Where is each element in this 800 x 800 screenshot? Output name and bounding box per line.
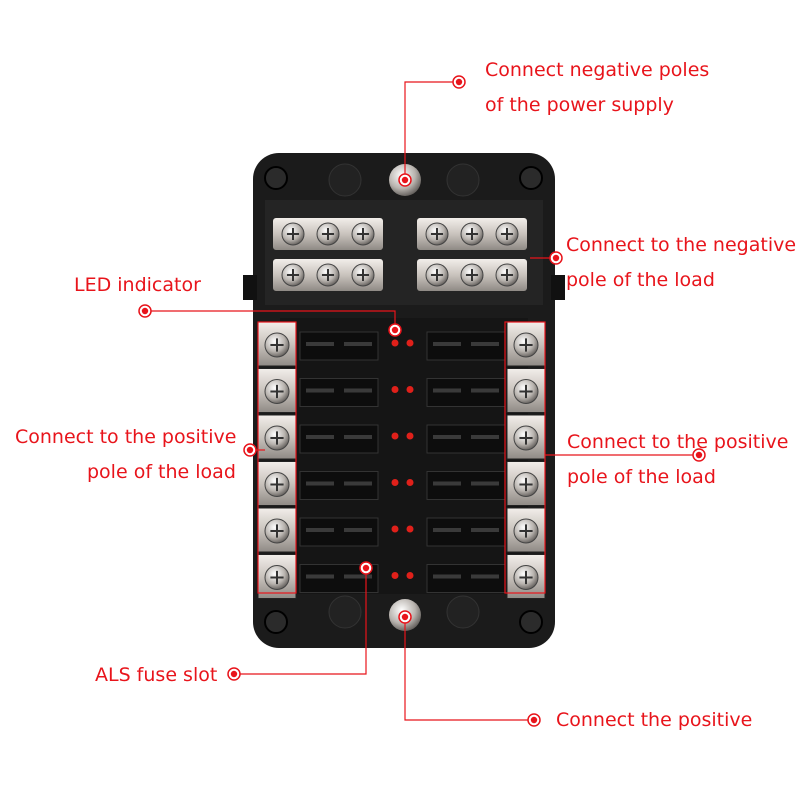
mount-hole: [264, 610, 288, 634]
led: [406, 339, 414, 347]
highlight-box: [257, 321, 297, 594]
mount-hole: [264, 166, 288, 190]
callout-line: [404, 617, 534, 721]
label-neg-load-2: pole of the load: [566, 269, 715, 291]
label-neg-supply-2: of the power supply: [485, 94, 674, 116]
label-neg-supply-1: Connect negative poles: [485, 59, 710, 81]
highlight-box: [504, 321, 546, 594]
led: [391, 525, 399, 533]
led: [406, 386, 414, 393]
led: [391, 479, 399, 486]
mount-hole: [519, 610, 543, 634]
terminal: [506, 461, 546, 506]
led: [391, 339, 399, 347]
label-als: ALS fuse slot: [95, 664, 218, 686]
label-pos-supply: Connect the positive: [556, 709, 753, 731]
callout-line: [404, 81, 459, 180]
label-pos-left-2: pole of the load: [87, 461, 236, 483]
led: [391, 386, 399, 393]
led: [391, 432, 399, 440]
led: [406, 432, 414, 440]
callout-line: [234, 568, 367, 675]
label-neg-load-1: Connect to the negative: [566, 234, 797, 256]
label-pos-left-1: Connect to the positive: [15, 426, 237, 448]
led: [406, 479, 414, 486]
label-pos-right-2: pole of the load: [567, 466, 716, 488]
led: [391, 572, 399, 579]
label-led: LED indicator: [74, 274, 201, 296]
mount-hole: [519, 166, 543, 190]
label-pos-right-1: Connect to the positive: [567, 431, 789, 453]
led: [406, 572, 414, 579]
led: [406, 525, 414, 533]
